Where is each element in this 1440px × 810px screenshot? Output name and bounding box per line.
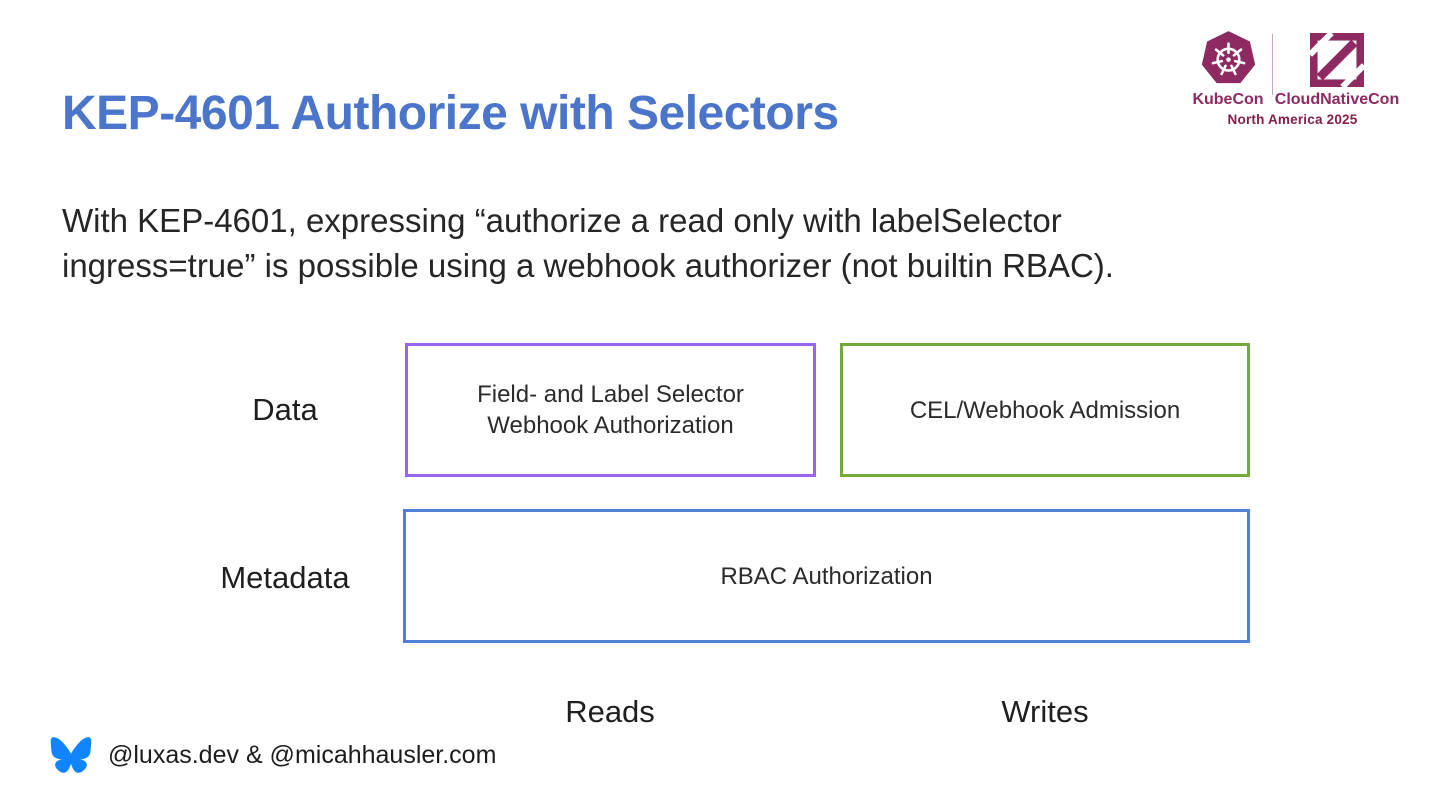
intro-line-2: ingress=true” is possible using a webhoo…	[62, 247, 1114, 284]
intro-line-1: With KEP-4601, expressing “authorize a r…	[62, 202, 1062, 239]
box-rbac-authorization: RBAC Authorization	[403, 509, 1250, 643]
box-selector-webhook-line-1: Field- and Label Selector	[477, 381, 744, 408]
page-title: KEP-4601 Authorize with Selectors	[62, 87, 839, 140]
kubecon-logo-column: KubeCon	[1185, 30, 1271, 109]
box-cel-webhook-admission-label: CEL/Webhook Admission	[909, 396, 1181, 424]
column-label-reads: Reads	[565, 694, 655, 729]
bluesky-butterfly-icon	[50, 737, 92, 773]
event-logo-block: KubeCon CloudNativeCon North America 202…	[1185, 30, 1400, 127]
kubecon-helm-icon	[1201, 31, 1255, 84]
footer: @luxas.dev & @micahhausler.com	[50, 736, 496, 774]
logo-row: KubeCon CloudNativeCon	[1185, 30, 1400, 109]
logo-divider	[1272, 34, 1273, 95]
box-selector-webhook-line-2: Webhook Authorization	[487, 412, 734, 439]
footer-handles: @luxas.dev & @micahhausler.com	[108, 740, 497, 769]
box-selector-webhook-authorization: Field- and Label Selector Webhook Author…	[405, 343, 816, 477]
row-label-metadata: Metadata	[220, 560, 350, 595]
kubecon-label: KubeCon	[1192, 91, 1264, 108]
event-location-label: North America 2025	[1227, 112, 1358, 127]
cloudnativecon-icon	[1310, 33, 1364, 87]
box-rbac-authorization-label: RBAC Authorization	[720, 562, 933, 590]
cloudnativecon-label: CloudNativeCon	[1274, 91, 1400, 108]
box-cel-webhook-admission: CEL/Webhook Admission	[840, 343, 1250, 477]
cloudnativecon-logo-column: CloudNativeCon	[1274, 30, 1400, 109]
row-label-data: Data	[252, 392, 318, 427]
intro-paragraph: With KEP-4601, expressing “authorize a r…	[62, 198, 1212, 288]
column-label-writes: Writes	[1001, 694, 1089, 729]
